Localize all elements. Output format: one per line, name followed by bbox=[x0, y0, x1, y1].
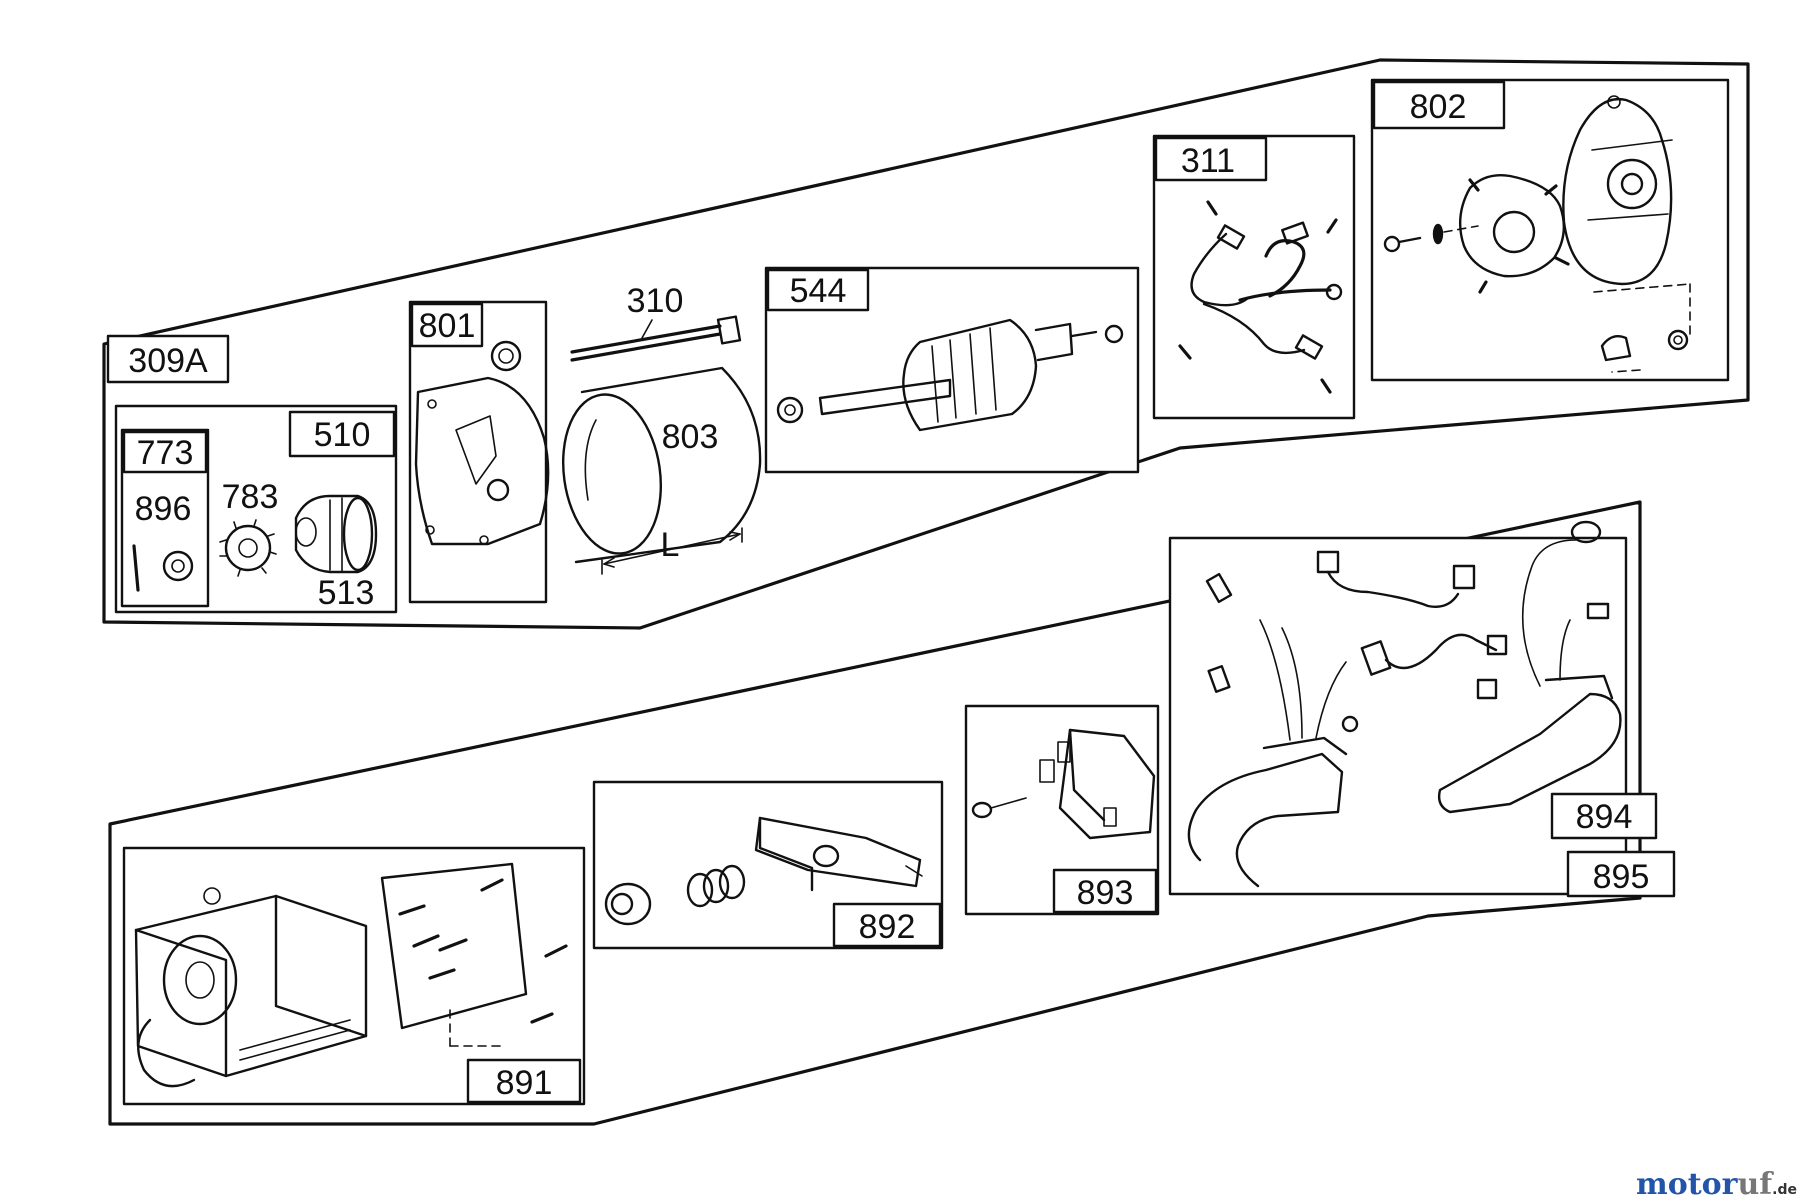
label-510: 510 bbox=[314, 416, 371, 454]
label-box-544 bbox=[766, 268, 870, 312]
label-box-309a bbox=[106, 334, 230, 384]
label-box-892 bbox=[832, 902, 942, 948]
label-310: 310 bbox=[627, 282, 684, 320]
thrust-washer-part bbox=[490, 340, 522, 372]
retaining-clip-part bbox=[132, 544, 140, 592]
switch-part bbox=[1039, 728, 1156, 840]
watermark-text-a: motor bbox=[1636, 1167, 1739, 1202]
label-513: 513 bbox=[318, 574, 375, 612]
drive-end-cap-box bbox=[408, 300, 548, 604]
pinion-gear-part bbox=[219, 519, 277, 577]
label-803: 803 bbox=[662, 418, 719, 456]
brush-springs-part bbox=[1178, 200, 1338, 394]
through-bolt-part bbox=[570, 315, 742, 362]
label-891: 891 bbox=[496, 1064, 553, 1102]
label-310-leader bbox=[641, 319, 653, 339]
label-box-894 bbox=[1550, 792, 1658, 840]
label-box-893 bbox=[1052, 868, 1158, 914]
watermark-text-b: uf bbox=[1737, 1167, 1774, 1202]
harness-leads-center-part bbox=[1316, 550, 1508, 700]
upper-assembly: 309A 510 773 896 783 513 80 bbox=[102, 58, 1750, 630]
label-894: 894 bbox=[1576, 798, 1633, 836]
spring-part bbox=[686, 864, 746, 908]
harness-plug-left-part bbox=[1187, 572, 1359, 888]
nut-part bbox=[162, 550, 194, 582]
watermark-tld: .de bbox=[1772, 1182, 1797, 1198]
label-box-801 bbox=[410, 302, 484, 348]
end-cap-washer-part bbox=[1432, 223, 1444, 245]
starter-drive-part bbox=[294, 494, 378, 574]
capacitor-part bbox=[754, 816, 923, 892]
label-773: 773 bbox=[137, 434, 194, 472]
brush-kit-box bbox=[1152, 134, 1356, 420]
rectifier-plate-part bbox=[380, 862, 528, 1047]
armature-washer-part-hole bbox=[784, 404, 796, 416]
label-box-891 bbox=[466, 1058, 582, 1104]
switch-screw-part bbox=[971, 797, 1027, 819]
brush-leads-part bbox=[1190, 221, 1343, 360]
end-cap-guide-3 bbox=[1611, 369, 1641, 373]
label-l: L bbox=[661, 526, 680, 564]
svg-text:motoruf.de: motoruf.de bbox=[1636, 1167, 1797, 1202]
motor-housing-part bbox=[561, 366, 762, 564]
label-802: 802 bbox=[1410, 88, 1467, 126]
armature-end-washer-part bbox=[1104, 324, 1124, 344]
length-dimension bbox=[601, 527, 743, 575]
label-box-311 bbox=[1154, 136, 1268, 182]
label-895: 895 bbox=[1593, 858, 1650, 896]
motoruf-watermark: motoruf.de bbox=[1636, 1167, 1797, 1202]
end-cap-screw-part bbox=[1383, 235, 1422, 253]
label-893: 893 bbox=[1077, 874, 1134, 912]
terminal-bracket-part bbox=[1600, 329, 1689, 362]
lower-assembly: 891 892 bbox=[108, 500, 1676, 1126]
label-783: 783 bbox=[222, 478, 279, 516]
label-box-895 bbox=[1566, 850, 1676, 898]
nut-part-hole bbox=[171, 559, 185, 573]
label-box-773 bbox=[122, 430, 208, 474]
harness-plug-right-part bbox=[1437, 520, 1622, 814]
label-311: 311 bbox=[1181, 142, 1235, 180]
label-892: 892 bbox=[859, 908, 916, 946]
label-box-802 bbox=[1372, 80, 1506, 130]
drive-end-cap-part bbox=[414, 376, 550, 546]
label-544: 544 bbox=[790, 272, 847, 310]
label-box-510 bbox=[288, 410, 396, 458]
brush-holder-part bbox=[1458, 174, 1570, 294]
end-cap-guide-1 bbox=[1593, 283, 1691, 293]
label-801: 801 bbox=[419, 307, 476, 345]
bushing-part bbox=[604, 882, 652, 926]
label-896: 896 bbox=[135, 490, 192, 528]
commutator-end-cap-part bbox=[1562, 95, 1673, 286]
thrust-washer-part-hole bbox=[498, 348, 514, 364]
armature-part bbox=[818, 318, 1098, 432]
rectifier-screws-part bbox=[398, 878, 568, 1024]
armature-washer-part bbox=[776, 396, 804, 424]
wiring-harness-box bbox=[1168, 536, 1628, 896]
label-309a: 309A bbox=[128, 342, 208, 380]
rectifier-housing-part bbox=[134, 887, 368, 1088]
